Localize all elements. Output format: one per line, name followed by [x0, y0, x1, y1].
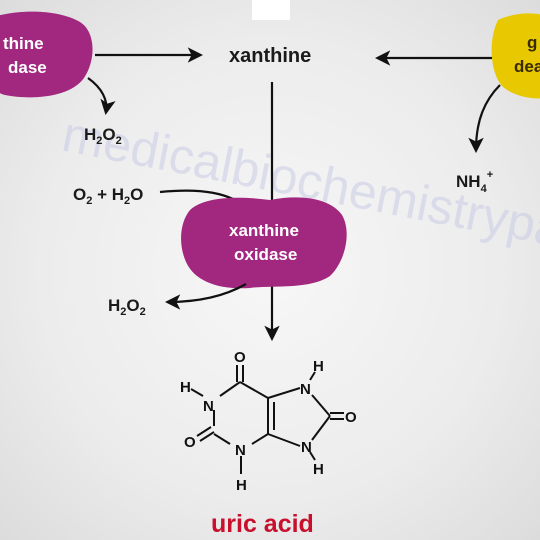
- atom-n3: N: [235, 442, 246, 459]
- atom-h-n1: H: [180, 379, 191, 396]
- top-white-block: [252, 0, 290, 20]
- h2o2-top-label: H2O2: [84, 125, 122, 147]
- enzyme-right-line2: dea: [514, 57, 540, 76]
- enzyme-left-line2: dase: [8, 58, 47, 77]
- enzyme-blob-right: [491, 13, 540, 99]
- h2o2-bottom-label: H2O2: [108, 296, 146, 318]
- enzyme-right-line1: g: [527, 33, 537, 52]
- atom-o-top: O: [234, 349, 246, 366]
- xanthine-label: xanthine: [229, 45, 311, 67]
- arrow-to-h2o2-top: [87, 77, 116, 116]
- enzyme-center-line1: xanthine: [229, 221, 299, 240]
- uric-acid-structure: O H N O N H N H O N H: [180, 349, 357, 494]
- atom-o-left: O: [184, 434, 196, 451]
- enzyme-blob-center: [181, 197, 347, 289]
- atom-h-n7: H: [313, 358, 324, 375]
- atom-n1: N: [203, 398, 214, 415]
- arrow-to-h2o2-bottom: [164, 283, 247, 310]
- atom-h-n9: H: [313, 461, 324, 478]
- atom-n9: N: [301, 439, 312, 456]
- o2-h2o-label: O2 + H2O: [73, 185, 143, 207]
- nh4-label: NH4+: [456, 169, 493, 195]
- enzyme-blob-left: [0, 11, 93, 98]
- atom-n7: N: [300, 381, 311, 398]
- atom-h-n3: H: [236, 477, 247, 494]
- arrow-to-nh4: [468, 84, 501, 154]
- enzyme-left-line1: thine: [3, 34, 44, 53]
- enzyme-center-line2: oxidase: [234, 245, 297, 264]
- atom-o-right: O: [345, 409, 357, 426]
- uric-acid-label: uric acid: [211, 510, 314, 538]
